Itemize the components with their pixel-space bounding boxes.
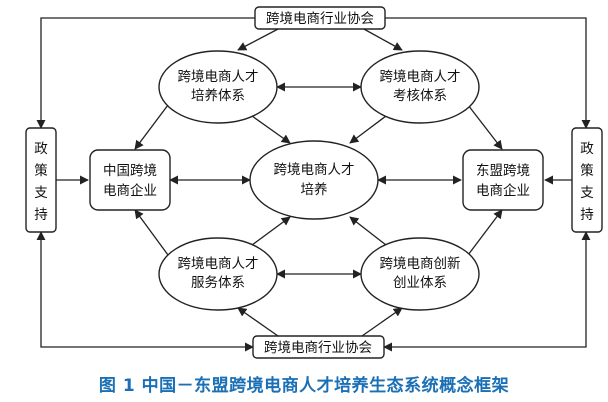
node-innovation-system bbox=[360, 237, 480, 311]
asean-label-line1: 东盟跨境 bbox=[476, 163, 530, 179]
asean-label-line2: 电商企业 bbox=[476, 182, 530, 199]
assoc-bottom-label: 跨境电商行业协会 bbox=[264, 340, 372, 356]
eval-label-line2: 考核体系 bbox=[393, 88, 447, 104]
edge-train-to-center bbox=[251, 115, 291, 144]
node-talent-evaluation-system bbox=[360, 50, 480, 124]
edge-policy-right-to-assoc-bottom bbox=[383, 231, 591, 352]
edge-innov-to-asean bbox=[467, 209, 503, 256]
train-label-line2: 培养体系 bbox=[191, 88, 245, 104]
china-label-line1: 中国跨境 bbox=[103, 163, 157, 179]
figure-caption: 图 1 中国－东盟跨境电商人才培养生态系统概念框架 bbox=[98, 376, 510, 396]
service-label-line2: 服务体系 bbox=[191, 275, 245, 291]
train-label-line1: 跨境电商人才 bbox=[178, 69, 259, 85]
policy-right-char: 持 bbox=[580, 207, 594, 223]
edge-service-to-assoc-bottom bbox=[237, 307, 279, 337]
policy-left-char: 策 bbox=[34, 162, 48, 179]
innov-label-line1: 跨境电商创新 bbox=[380, 256, 461, 272]
assoc-top-label: 跨境电商行业协会 bbox=[266, 11, 374, 27]
eval-label-line1: 跨境电商人才 bbox=[380, 69, 461, 85]
edge-assoc-top-to-policy-left bbox=[36, 17, 255, 129]
edge-innov-to-assoc-bottom bbox=[361, 307, 403, 337]
node-policy-left bbox=[25, 127, 57, 233]
policy-left-char: 支 bbox=[34, 185, 48, 201]
policy-right-char: 政 bbox=[580, 141, 594, 157]
node-talent-training-system bbox=[158, 50, 278, 124]
node-assoc-bottom bbox=[252, 335, 385, 359]
edge-assoc-top-to-eval bbox=[361, 27, 403, 51]
china-label-line2: 电商企业 bbox=[103, 182, 157, 199]
edge-service-to-china bbox=[134, 209, 169, 256]
policy-right-char: 策 bbox=[580, 162, 594, 179]
service-label-line1: 跨境电商人才 bbox=[178, 256, 259, 272]
policy-left-char: 政 bbox=[34, 141, 48, 157]
edge-service-to-center bbox=[251, 216, 291, 246]
edge-innov-to-center bbox=[349, 216, 387, 246]
edge-eval-to-asean bbox=[467, 104, 503, 150]
node-talent-service-system bbox=[158, 237, 278, 311]
node-asean-enterprise bbox=[462, 149, 544, 211]
edge-train-to-china bbox=[134, 104, 169, 150]
center-label-line2: 培养 bbox=[301, 182, 328, 198]
center-label-line1: 跨境电商人才 bbox=[274, 162, 355, 178]
edge-assoc-top-to-policy-right bbox=[385, 17, 591, 129]
policy-left-char: 持 bbox=[34, 207, 48, 223]
innov-label-line2: 创业体系 bbox=[393, 275, 447, 291]
ecosystem-diagram: 跨境电商行业协会 跨境电商行业协会 跨境电商人才 培养体系 跨境电商人才 考核体… bbox=[25, 6, 603, 359]
edge-policy-left-to-assoc-bottom bbox=[36, 231, 254, 352]
node-assoc-top bbox=[254, 6, 386, 30]
node-talent-training-center bbox=[249, 140, 379, 220]
node-policy-right bbox=[571, 127, 603, 233]
node-china-enterprise bbox=[89, 149, 171, 211]
edge-eval-to-center bbox=[349, 115, 387, 144]
policy-right-char: 支 bbox=[580, 185, 594, 201]
edge-assoc-top-to-train bbox=[237, 27, 281, 51]
